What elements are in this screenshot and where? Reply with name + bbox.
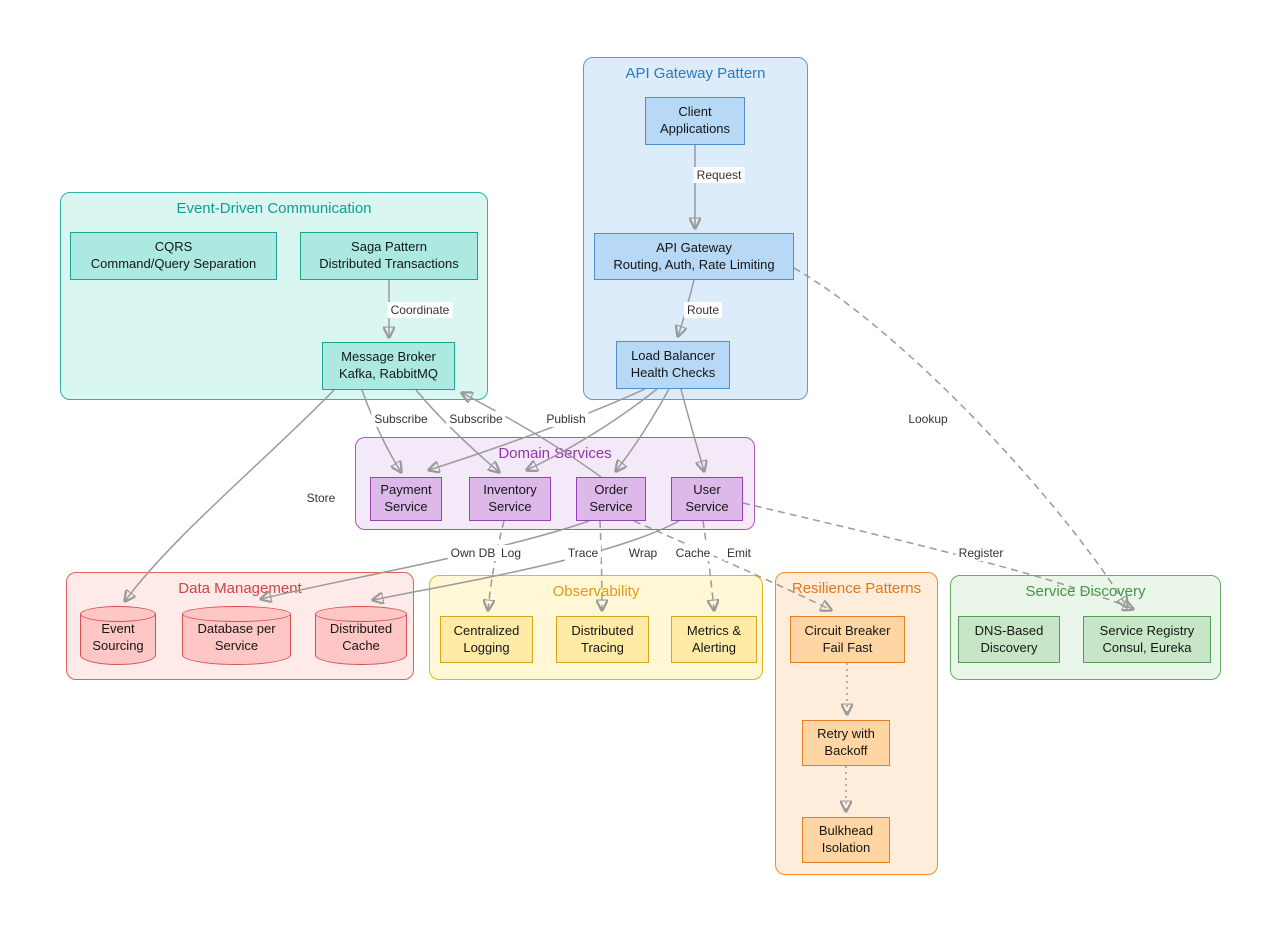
- edge-label-subscribe-2: Subscribe: [446, 411, 506, 427]
- node-message-broker: Message Broker Kafka, RabbitMQ: [322, 342, 455, 390]
- node-dns-based-discovery: DNS-Based Discovery: [958, 616, 1060, 663]
- cylinder-body: [182, 614, 291, 665]
- group-event-driven-communication: Event-Driven Communication: [60, 192, 488, 400]
- edge-label-route: Route: [683, 302, 723, 318]
- node-label: Distributed Cache: [329, 621, 393, 653]
- edge-label-store: Store: [303, 490, 339, 506]
- group-title: Domain Services: [498, 445, 612, 462]
- edge-label-log: Log: [497, 545, 525, 561]
- edge-label-trace: Trace: [564, 545, 602, 561]
- node-database-per-service: Database per Service: [182, 606, 291, 665]
- edge-label-own-db: Own DB: [447, 545, 499, 561]
- group-title: Resilience Patterns: [791, 580, 922, 597]
- node-service-registry: Service Registry Consul, Eureka: [1083, 616, 1211, 663]
- node-cqrs: CQRS Command/Query Separation: [70, 232, 277, 280]
- node-client-applications: Client Applications: [645, 97, 745, 145]
- edge-label-request: Request: [693, 167, 745, 183]
- group-title: Service Discovery: [1025, 583, 1146, 600]
- node-distributed-cache: Distributed Cache: [315, 606, 407, 665]
- edge-label-emit: Emit: [724, 545, 754, 561]
- edge-label-subscribe-1: Subscribe: [371, 411, 431, 427]
- edge-store: [125, 389, 335, 601]
- group-title: Data Management: [178, 580, 302, 597]
- edge-label-coordinate: Coordinate: [387, 302, 453, 318]
- edge-label-lookup: Lookup: [905, 411, 951, 427]
- node-user-service: User Service: [671, 477, 743, 521]
- node-label: Event Sourcing: [92, 621, 144, 653]
- node-distributed-tracing: Distributed Tracing: [556, 616, 649, 663]
- cylinder-body: [80, 614, 156, 665]
- edge-label-publish: Publish: [543, 411, 589, 427]
- node-saga-pattern: Saga Pattern Distributed Transactions: [300, 232, 478, 280]
- node-payment-service: Payment Service: [370, 477, 442, 521]
- node-label: Database per Service: [197, 621, 276, 653]
- node-order-service: Order Service: [576, 477, 646, 521]
- edge-label-register: Register: [955, 545, 1007, 561]
- cylinder-body: [315, 614, 407, 665]
- group-title: Observability: [552, 583, 640, 600]
- edge-label-cache: Cache: [672, 545, 714, 561]
- node-centralized-logging: Centralized Logging: [440, 616, 533, 663]
- cylinder-cap: [182, 606, 291, 622]
- group-title: Event-Driven Communication: [176, 200, 372, 217]
- node-api-gateway: API Gateway Routing, Auth, Rate Limiting: [594, 233, 794, 280]
- node-inventory-service: Inventory Service: [469, 477, 551, 521]
- cylinder-cap: [315, 606, 407, 622]
- node-event-sourcing: Event Sourcing: [80, 606, 156, 665]
- edge-label-wrap: Wrap: [625, 545, 661, 561]
- node-bulkhead-isolation: Bulkhead Isolation: [802, 817, 890, 863]
- node-metrics-alerting: Metrics & Alerting: [671, 616, 757, 663]
- group-title: API Gateway Pattern: [625, 65, 766, 82]
- node-circuit-breaker: Circuit Breaker Fail Fast: [790, 616, 905, 663]
- cylinder-cap: [80, 606, 156, 622]
- node-load-balancer: Load Balancer Health Checks: [616, 341, 730, 389]
- node-retry-with-backoff: Retry with Backoff: [802, 720, 890, 766]
